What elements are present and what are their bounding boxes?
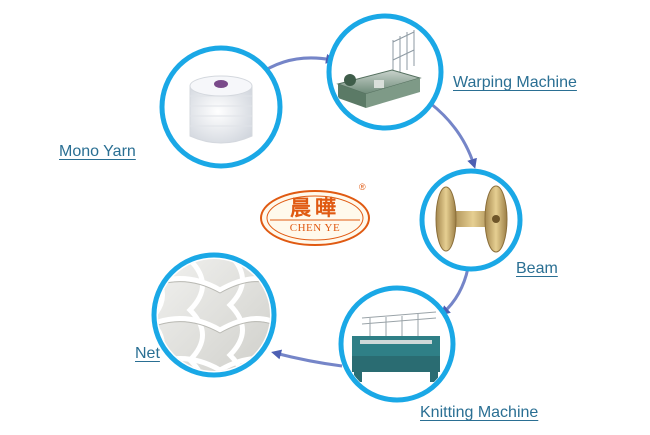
logo-english-text: CHEN YE [289, 222, 341, 234]
chen-ye-logo: 晨曄 CHEN YE ® [259, 182, 371, 248]
arrow-warping-to-beam [429, 101, 477, 169]
mono-yarn-node[interactable] [159, 45, 283, 169]
knitting-machine-node[interactable] [338, 285, 456, 403]
beam-spool-icon [425, 174, 517, 266]
label-warping-machine[interactable]: Warping Machine [453, 74, 577, 91]
logo-emblem-shape [260, 190, 370, 246]
net-node[interactable] [150, 252, 280, 400]
label-net[interactable]: Net [135, 345, 160, 362]
registered-mark: ® [359, 182, 366, 192]
warping-machine-icon [332, 19, 438, 125]
arrow-knitting-to-net [271, 349, 343, 368]
label-mono-yarn[interactable]: Mono Yarn [59, 143, 136, 160]
arrow-beam-to-knitting [440, 267, 470, 316]
logo-chinese-text: 晨曄 [290, 196, 340, 220]
label-beam[interactable]: Beam [516, 260, 558, 277]
yarn-spool-icon [166, 52, 276, 162]
knitting-machine-icon [344, 291, 450, 397]
beam-node[interactable] [419, 168, 523, 272]
label-knitting-machine[interactable]: Knitting Machine [420, 404, 539, 421]
warping-machine-node[interactable] [326, 13, 444, 131]
